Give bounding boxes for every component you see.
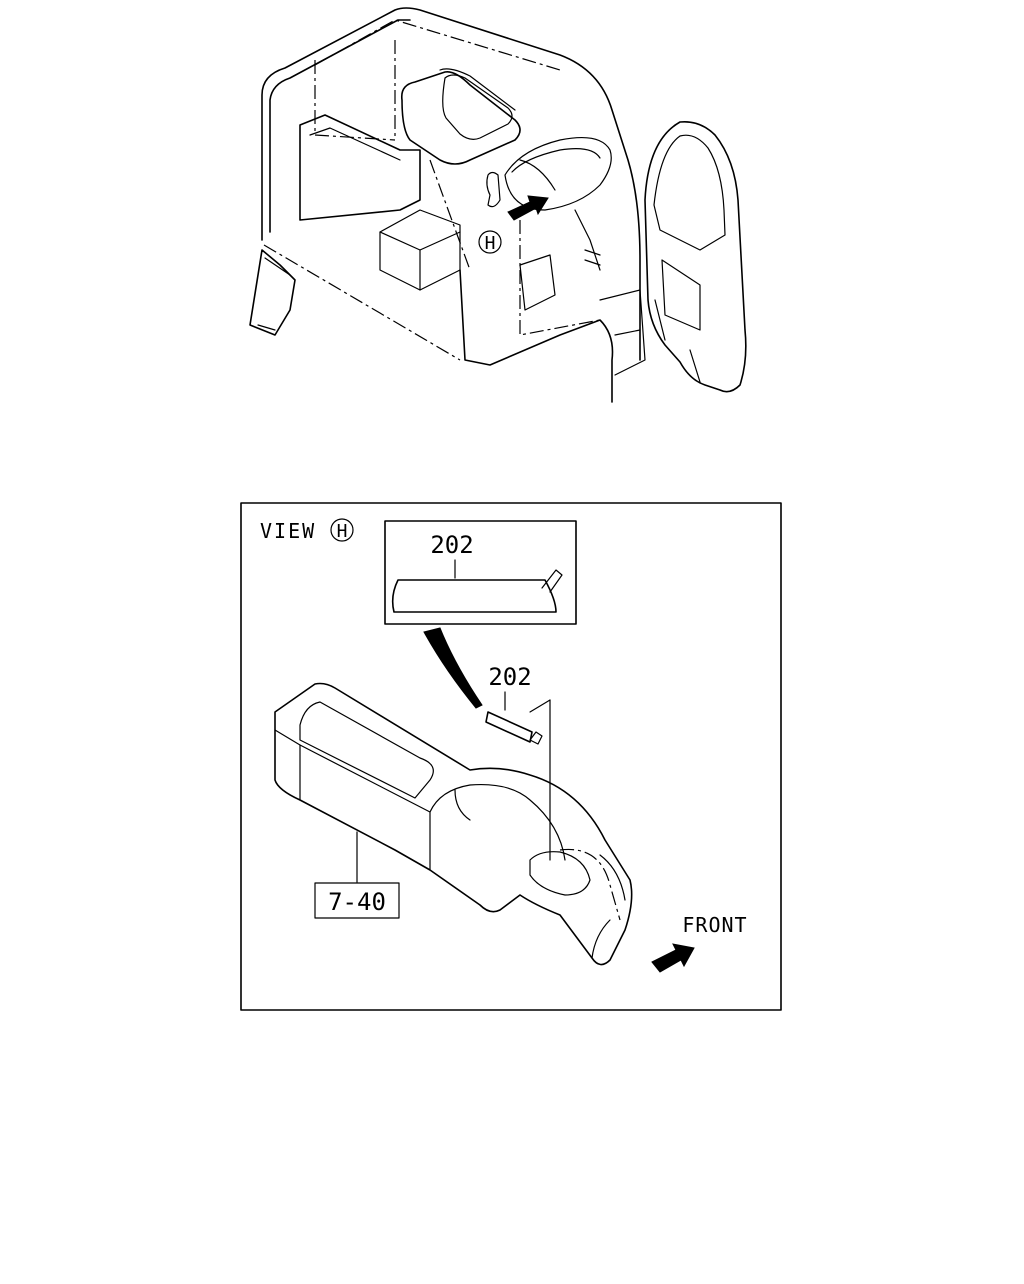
console-panel	[274, 682, 633, 966]
open-door	[644, 120, 747, 393]
steering-wheel	[504, 137, 612, 211]
reference-box	[314, 882, 400, 919]
front-seat-back	[400, 70, 521, 165]
location-pointer-arrow	[507, 195, 549, 221]
rear-seat	[299, 114, 421, 221]
location-h-letter: H	[485, 233, 496, 254]
front-direction-arrow	[651, 943, 695, 973]
view-label: VIEW	[260, 519, 316, 543]
lower-bracket	[249, 249, 296, 336]
reference-label: 7-40	[328, 888, 386, 916]
location-h-marker	[478, 230, 502, 254]
view-h-letter: H	[337, 521, 348, 542]
view-h-detail: VIEW H 202 202 7-40 FRONT	[240, 502, 782, 1011]
view-h-circle	[330, 518, 354, 542]
cab-overview-illustration: H	[249, 7, 747, 403]
inset-part-number: 202	[430, 531, 473, 559]
part-inset-box	[384, 520, 577, 625]
inset-part-202-drawing	[391, 579, 557, 613]
console-tray	[299, 701, 434, 799]
part-202-small	[485, 711, 533, 743]
detail-frame	[240, 502, 782, 1011]
callout-part-number: 202	[488, 663, 531, 691]
inset-leader	[423, 627, 483, 709]
cab-outer-shell	[261, 7, 641, 361]
rear-window	[442, 74, 513, 140]
front-direction-label: FRONT	[682, 913, 747, 937]
